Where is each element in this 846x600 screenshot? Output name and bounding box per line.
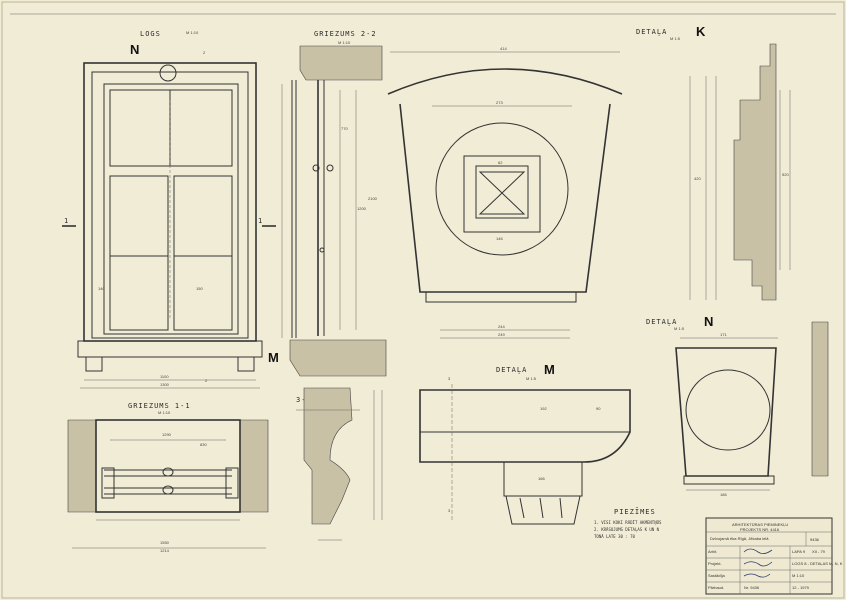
marker-m-side: M: [268, 350, 279, 365]
detail-m-drawing: [419, 384, 631, 525]
dn2-top: 171: [720, 332, 727, 337]
notes-line-3: TONĀ LATE 30 : 70: [594, 534, 636, 539]
detail-n-scale: M 1:5: [674, 326, 685, 331]
elev-width-dim: 1300: [160, 382, 170, 387]
detail-n-small: [675, 321, 829, 491]
tb-object: Dzīvojamā ēka Rīgā, Jēkaba ielā: [710, 536, 769, 541]
notes-line-1: 1. VISI KOKI RĀDĪT AKMENTŅŪS: [594, 520, 662, 525]
dk-h: 420: [694, 176, 701, 181]
section2-scale: M 1:10: [338, 40, 351, 45]
tb-drawing: LOGS 8 - DETAĻAS M, N, K: [792, 561, 843, 566]
dn-bot: 244: [498, 324, 505, 329]
tb-sheet: LAPA 9: [792, 549, 806, 554]
sec-h1: 770: [341, 126, 348, 131]
detail-k-title: DETAĻA: [636, 28, 667, 37]
elev-b-dim: 150: [196, 286, 203, 291]
tb-office: ARHITEKTŪRAS PIEMINEKĻU: [732, 522, 788, 527]
sec-h2: 1200: [357, 206, 367, 211]
tb-role-1: Arhit.: [708, 549, 717, 554]
elev-inner-dim: 1100: [160, 374, 169, 379]
dk-h2: 520: [782, 172, 789, 177]
window-elevation: [62, 62, 276, 389]
tb-date: 12 - 1979: [792, 585, 810, 590]
dn-circle: 146: [496, 236, 503, 241]
section-1-1: [67, 419, 269, 549]
tb-date-short: XII - 79: [812, 549, 826, 554]
marker-1-left: 1: [64, 217, 69, 225]
detail-m-title: DETAĻA: [496, 366, 527, 375]
detail-k-profile: [689, 43, 791, 301]
detail-n-marker: N: [704, 314, 713, 329]
marker-3-bottom: 3: [448, 508, 451, 513]
dn2-w: 186: [720, 492, 727, 497]
marker-1-right: 1: [258, 217, 263, 225]
dm-w: 192: [540, 406, 547, 411]
elevation-scale: M 1:10: [186, 30, 199, 35]
title-block: [705, 517, 833, 595]
s1-w: 1550: [160, 540, 170, 545]
elevation-marker: N: [130, 42, 139, 57]
section2-title: GRIEZUMS 2-2: [314, 30, 377, 38]
marker-2-bottom: 2: [205, 378, 208, 383]
s1-in: 1290: [162, 432, 172, 437]
section-2-2: [281, 45, 387, 377]
detail-n-title: DETAĻA: [646, 318, 677, 327]
dm-b: 166: [538, 476, 545, 481]
marker-n-top: 2: [203, 50, 206, 55]
tb-role-4: Pārbaud.: [708, 585, 724, 590]
elevation-title: LOGS: [140, 30, 161, 38]
dn-bot2: 249: [498, 332, 505, 337]
dn-sq: 62: [498, 160, 503, 165]
notes-line-2: 2. KRĀSOJUMS DETAĻAS K UN N: [594, 527, 660, 532]
detail-n-large: [387, 51, 623, 339]
dn-top: 414: [500, 46, 507, 51]
detail-k-scale: M 1:5: [670, 36, 681, 41]
detail-k-marker: K: [696, 24, 706, 39]
section-3-3: [296, 387, 383, 541]
tb-stamp: Nr. 9436: [744, 585, 760, 590]
s1-a: 830: [200, 442, 207, 447]
tb-project: PROJEKTS NR. 4416: [740, 527, 780, 532]
elev-a-dim: 140: [98, 286, 105, 291]
dn-inner: 273: [496, 100, 503, 105]
section1-scale: M 1:10: [158, 410, 171, 415]
s1-b: 1214: [160, 548, 170, 553]
section1-title: GRIEZUMS 1-1: [128, 402, 191, 410]
detail-m-scale: M 1:5: [526, 376, 537, 381]
tb-role-3: Sastādīja: [708, 573, 725, 578]
marker-3-top: 3: [448, 376, 451, 381]
tb-role-2: Projekt.: [708, 561, 722, 566]
dm-a: 90: [596, 406, 601, 411]
tb-scale: M 1:10: [792, 573, 805, 578]
sec-h3: 2100: [368, 196, 378, 201]
section3-title: 3-3: [296, 396, 312, 404]
tb-number: 9436: [810, 537, 820, 542]
notes-heading: PIEZĪMES: [614, 507, 656, 516]
detail-m-marker: M: [544, 362, 555, 377]
